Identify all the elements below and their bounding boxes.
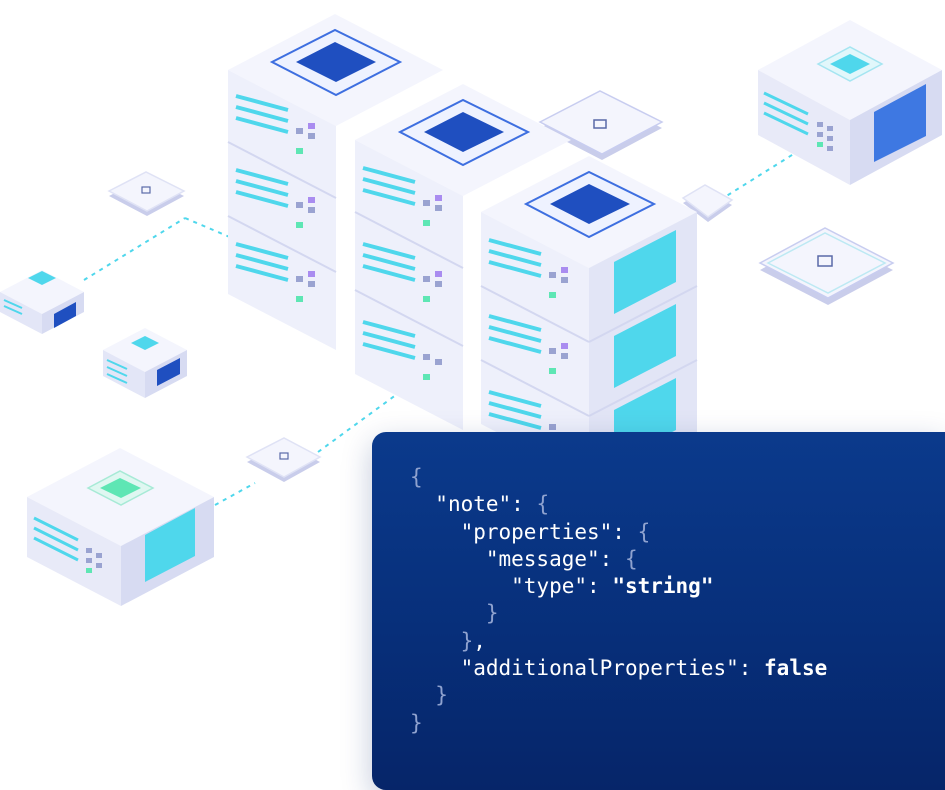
- connector-line-icon: [317, 391, 401, 453]
- connector-line-icon: [83, 217, 186, 281]
- chip-tile-icon: [681, 184, 734, 222]
- code-comma: ,: [473, 628, 486, 653]
- connector-line-icon: [184, 217, 233, 239]
- server-box-icon: [758, 20, 942, 185]
- code-key-additional-properties: "additionalProperties": [460, 656, 739, 681]
- code-value-string: "string": [612, 574, 714, 599]
- code-brace: {: [410, 465, 423, 489]
- code-key-message: "message": [485, 546, 600, 571]
- chip-tile-icon: [245, 437, 322, 482]
- code-key-properties: "properties": [460, 519, 613, 544]
- server-rack-icon: [480, 156, 698, 488]
- json-schema-code: { "note": { "properties": { "message": {…: [410, 464, 827, 737]
- code-brace: {: [624, 546, 638, 571]
- server-rack-icon: [227, 14, 443, 350]
- code-brace: }: [460, 628, 474, 653]
- code-panel: { "note": { "properties": { "message": {…: [372, 432, 945, 790]
- code-colon: :: [612, 519, 638, 544]
- code-value-false: false: [764, 656, 828, 681]
- server-box-icon: [27, 448, 214, 606]
- code-brace: }: [435, 683, 448, 708]
- code-colon: :: [511, 492, 537, 517]
- code-key-note: "note": [435, 492, 512, 517]
- server-rack-icon: [354, 84, 571, 430]
- code-brace: {: [536, 492, 550, 517]
- code-brace: }: [410, 710, 423, 735]
- code-colon: :: [738, 656, 765, 681]
- chip-tile-icon: [758, 227, 895, 305]
- chip-tile-icon: [107, 171, 186, 216]
- code-colon: :: [587, 574, 613, 599]
- connector-line-icon: [719, 149, 801, 201]
- server-box-icon: [0, 270, 84, 334]
- chip-tile-icon: [538, 90, 664, 160]
- connector-lines: [83, 149, 801, 506]
- code-key-type: "type": [511, 574, 588, 599]
- code-brace: }: [485, 601, 499, 626]
- connector-line-icon: [214, 482, 256, 506]
- code-colon: :: [599, 546, 625, 571]
- code-brace: {: [637, 519, 651, 544]
- server-box-icon: [103, 328, 187, 398]
